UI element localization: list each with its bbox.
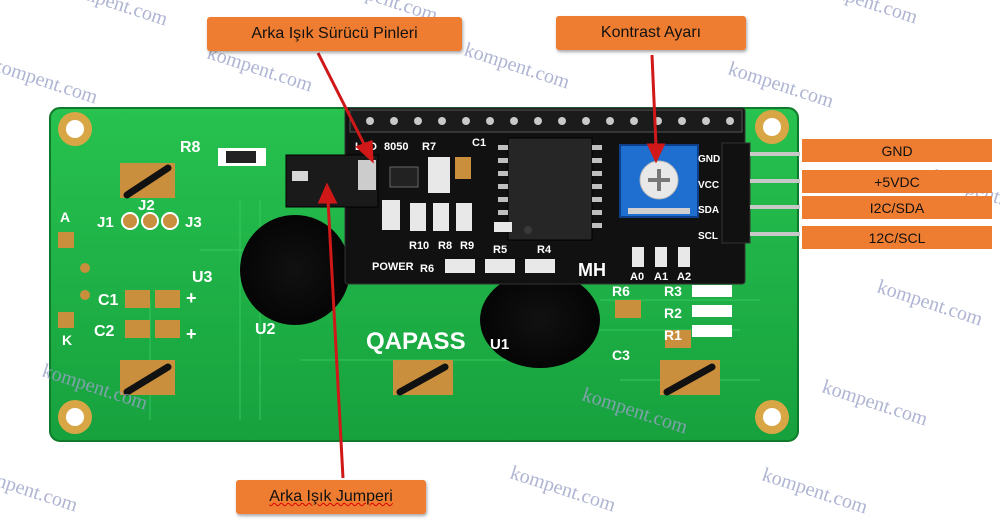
pin-label-vcc: +5VDC <box>802 170 992 193</box>
backlight-jumper-label: Arka Işık Jumperi <box>236 480 426 514</box>
arrow-to-contrast <box>650 54 658 147</box>
cob-chip-u2 <box>240 215 350 325</box>
left-pads <box>58 148 732 396</box>
pcf8574-chip <box>498 137 602 241</box>
pin-label-sda: I2C/SDA <box>802 196 992 219</box>
silk-r10: R10 <box>409 240 429 252</box>
silk-c1-module: C1 <box>472 137 486 149</box>
silk-a0: A0 <box>630 271 644 283</box>
svg-text:+: + <box>186 324 197 344</box>
silk-j3: J3 <box>185 214 202 231</box>
silk-r3: R3 <box>664 283 682 299</box>
backlight-jumper-text: Arka Işık Jumperi <box>269 488 393 505</box>
silk-pin-vcc: VCC <box>698 180 719 191</box>
backlight-driver-pins-label: Arka Işık Sürücü Pinleri <box>207 17 462 51</box>
contrast-adjust-label: Kontrast Ayarı <box>556 16 746 50</box>
silk-a: A <box>60 209 70 225</box>
mounting-holes <box>58 110 789 434</box>
silk-r9: R9 <box>460 240 474 252</box>
i2c-header <box>721 142 800 244</box>
silk-k: K <box>62 332 72 348</box>
cob-chip-u1 <box>480 272 600 368</box>
silk-brand: QAPASS <box>366 328 466 355</box>
pin-label-scl: 12C/SCL <box>802 226 992 249</box>
silk-u1: U1 <box>490 336 509 353</box>
header-pin-dots <box>366 117 734 125</box>
silk-8050: 8050 <box>384 141 408 153</box>
silk-r8-module: R8 <box>438 240 452 252</box>
silk-c2: C2 <box>94 323 115 340</box>
silk-power: POWER <box>372 261 414 273</box>
silk-r4: R4 <box>537 244 552 256</box>
silk-j2: J2 <box>138 197 155 214</box>
silk-pin-scl: SCL <box>698 231 718 242</box>
silk-r2: R2 <box>664 305 682 321</box>
silk-u2: U2 <box>255 321 276 338</box>
silk-r1: R1 <box>664 327 682 343</box>
pcb-silkscreen: R8 J1 J2 J3 U3 C1 C2 U2 QAPASS U1 A K R6… <box>60 139 682 363</box>
silk-pin-sda: SDA <box>698 205 719 216</box>
pin-label-gnd: GND <box>802 139 992 162</box>
silk-r6: R6 <box>612 283 630 299</box>
silk-r8: R8 <box>180 139 201 156</box>
silk-j1: J1 <box>97 214 114 231</box>
smd-components <box>382 157 690 273</box>
silk-c1: C1 <box>98 292 119 309</box>
svg-text:+: + <box>186 288 197 308</box>
silk-mh: MH <box>578 260 606 280</box>
annotation-arrows <box>316 52 666 479</box>
contrast-potentiometer <box>619 144 699 218</box>
arrow-to-jumper <box>326 199 345 479</box>
silk-r7: R7 <box>422 141 436 153</box>
header-pins <box>349 109 743 133</box>
silk-pin-gnd: GND <box>698 154 720 165</box>
arrow-to-backlight-pins <box>316 52 368 149</box>
silk-r6-module: R6 <box>420 263 434 275</box>
silk-a2: A2 <box>677 271 691 283</box>
module-silkscreen: LED 8050 R7 C1 R10 R8 R9 R5 R4 POWER R6 … <box>355 137 720 283</box>
silk-u3: U3 <box>192 269 213 286</box>
silk-a1: A1 <box>654 271 668 283</box>
silk-r5: R5 <box>493 244 507 256</box>
silk-c3: C3 <box>612 347 630 363</box>
